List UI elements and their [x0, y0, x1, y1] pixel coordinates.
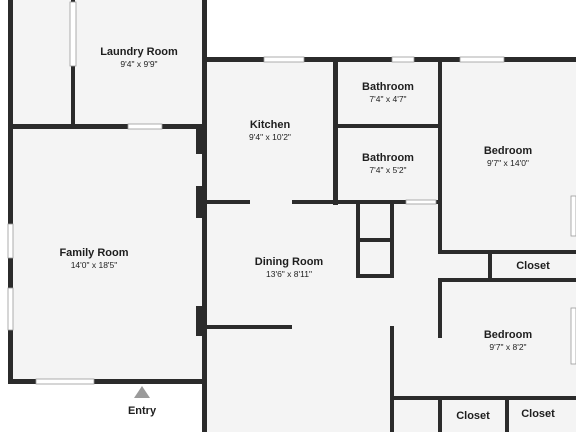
room-dims-laundry-room-0: 9'4" x 9'9"	[120, 59, 157, 69]
room-dims-bedroom-4: 9'7" x 14'0"	[487, 158, 529, 168]
walls	[8, 0, 576, 432]
room-dims-kitchen-1: 9'4" x 10'2"	[249, 132, 291, 142]
room-dims-bedroom-8: 9'7" x 8'2"	[489, 342, 526, 352]
room-name-kitchen-1: Kitchen	[250, 119, 291, 131]
windows	[7, 1, 576, 385]
room-name-bedroom-4: Bedroom	[484, 145, 533, 157]
room-dims-family-room-5: 14'0" x 18'5"	[71, 260, 118, 270]
entry-label: Entry	[128, 405, 157, 417]
room-name-bedroom-8: Bedroom	[484, 329, 533, 341]
room-name-closet-9: Closet	[456, 410, 490, 422]
room-name-dining-room-6: Dining Room	[255, 256, 324, 268]
room-name-family-room-5: Family Room	[59, 247, 128, 259]
room-dims-bathroom-3: 7'4" x 5'2"	[369, 165, 406, 175]
room-name-closet-10: Closet	[521, 408, 555, 420]
room-dims-bathroom-2: 7'4" x 4'7"	[369, 94, 406, 104]
entry-arrow-icon	[134, 386, 150, 398]
room-dims-dining-room-6: 13'6" x 8'11"	[266, 269, 312, 279]
room-name-bathroom-2: Bathroom	[362, 81, 414, 93]
room-name-bathroom-3: Bathroom	[362, 152, 414, 164]
room-name-closet-7: Closet	[516, 260, 550, 272]
floor-areas	[8, 0, 576, 432]
room-name-laundry-room-0: Laundry Room	[100, 46, 178, 58]
